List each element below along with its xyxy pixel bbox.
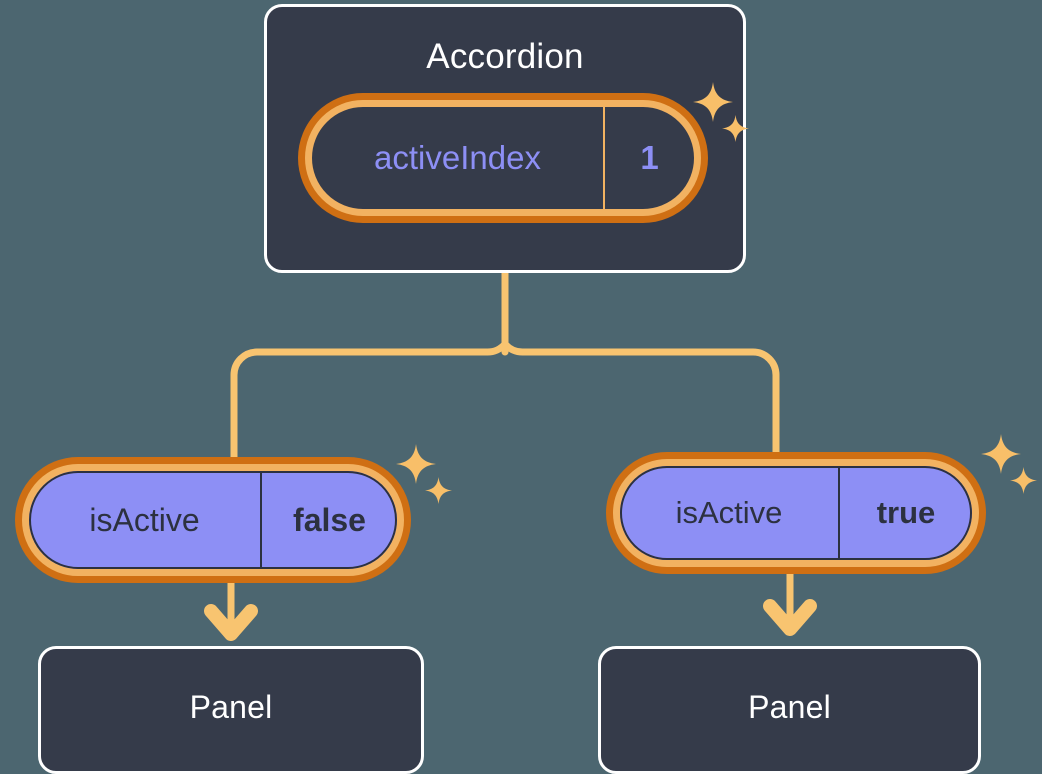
accordion-title: Accordion [426, 37, 584, 76]
panel-card-left[interactable]: Panel [38, 646, 424, 774]
panel-card-right[interactable]: Panel [598, 646, 981, 774]
prop-pill-is-active-true[interactable]: isActive true [613, 459, 979, 567]
state-value-active-index: 1 [603, 107, 694, 209]
prop-value-is-active-right: true [838, 466, 972, 560]
state-pill-active-index[interactable]: activeIndex 1 [305, 100, 701, 216]
prop-pill-is-active-false[interactable]: isActive false [22, 464, 404, 576]
panel-title-left: Panel [189, 689, 273, 725]
edge-root-to-left [230, 340, 509, 379]
arrow-down-icon-left [204, 604, 258, 641]
prop-value-is-active-left: false [260, 471, 397, 569]
panel-title-right: Panel [748, 689, 831, 725]
arrow-down-icon-right [763, 599, 817, 636]
state-key-active-index: activeIndex [374, 139, 541, 176]
prop-key-is-active-right: isActive [675, 495, 783, 530]
edge-root-to-right [501, 340, 780, 379]
prop-key-is-active-left: isActive [89, 501, 200, 538]
